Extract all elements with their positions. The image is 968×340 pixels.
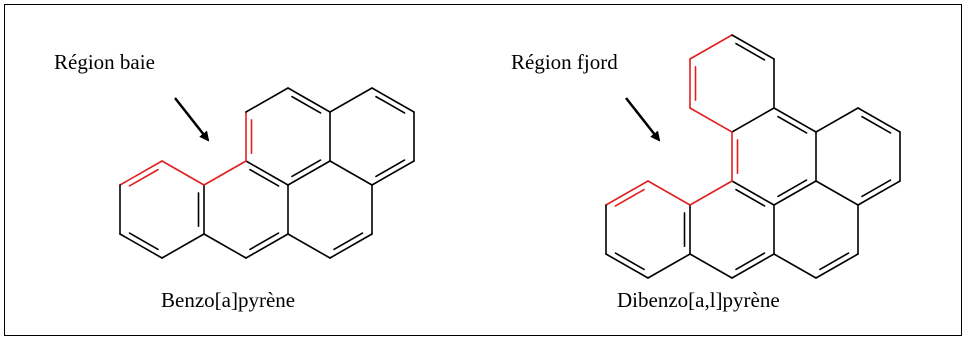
bond [689, 107, 733, 133]
bond [161, 233, 205, 259]
double-bond-line [735, 42, 766, 61]
bond [245, 87, 289, 113]
bond [731, 107, 775, 133]
bay-region-arrow [174, 97, 210, 142]
double-bond-line [375, 95, 406, 114]
bond [605, 180, 649, 206]
bond [245, 160, 289, 186]
double-bond-line [614, 188, 645, 207]
double-bond-line [333, 232, 364, 251]
bond [647, 253, 691, 279]
double-bond-line [249, 168, 280, 187]
fjord-region-arrow [625, 97, 661, 142]
bond [203, 160, 247, 186]
double-bond-line [861, 179, 892, 198]
double-bond-line [861, 115, 892, 134]
bond [731, 180, 775, 206]
bond [119, 233, 163, 259]
bond [119, 160, 163, 186]
double-bond-line [291, 159, 322, 178]
bond [329, 233, 373, 259]
bond [773, 180, 817, 206]
double-bond-line [128, 232, 159, 251]
double-bond-line [735, 252, 766, 271]
bond [857, 107, 901, 133]
bond [245, 233, 289, 259]
bond [371, 87, 415, 113]
bond [773, 253, 817, 279]
bay-region-label: Région baie [54, 50, 155, 74]
double-bond-line [128, 168, 159, 187]
bond [329, 160, 373, 186]
bond [605, 253, 649, 279]
figure-border [4, 4, 962, 336]
double-bond-line [777, 115, 808, 134]
bond [287, 233, 331, 259]
bond [287, 87, 331, 113]
bond [371, 160, 415, 186]
bond [329, 87, 373, 113]
double-bond-line [291, 95, 322, 114]
fjord-region-label: Région fjord [511, 50, 618, 74]
bond [647, 180, 691, 206]
bond [731, 253, 775, 279]
benzo-a-pyrene-structure [119, 87, 415, 259]
bond [287, 160, 331, 186]
double-bond-line [614, 252, 645, 271]
bond [815, 253, 859, 279]
bond [689, 253, 733, 279]
double-bond-line [777, 179, 808, 198]
double-bond-line [819, 252, 850, 271]
double-bond-line [375, 159, 406, 178]
bond [731, 34, 775, 60]
bond [689, 34, 733, 60]
benzo-a-pyrene-label: Benzo[a]pyrène [161, 288, 296, 312]
dibenzo-al-pyrene-label: Dibenzo[a,l]pyrène [617, 288, 780, 312]
double-bond-line [249, 232, 280, 251]
bond [203, 233, 247, 259]
bond [815, 180, 859, 206]
double-bond-line [735, 188, 766, 207]
bond [773, 107, 817, 133]
bond [857, 180, 901, 206]
dibenzo-al-pyrene-structure [605, 34, 901, 279]
bond [815, 107, 859, 133]
bond [689, 180, 733, 206]
bond [161, 160, 205, 186]
